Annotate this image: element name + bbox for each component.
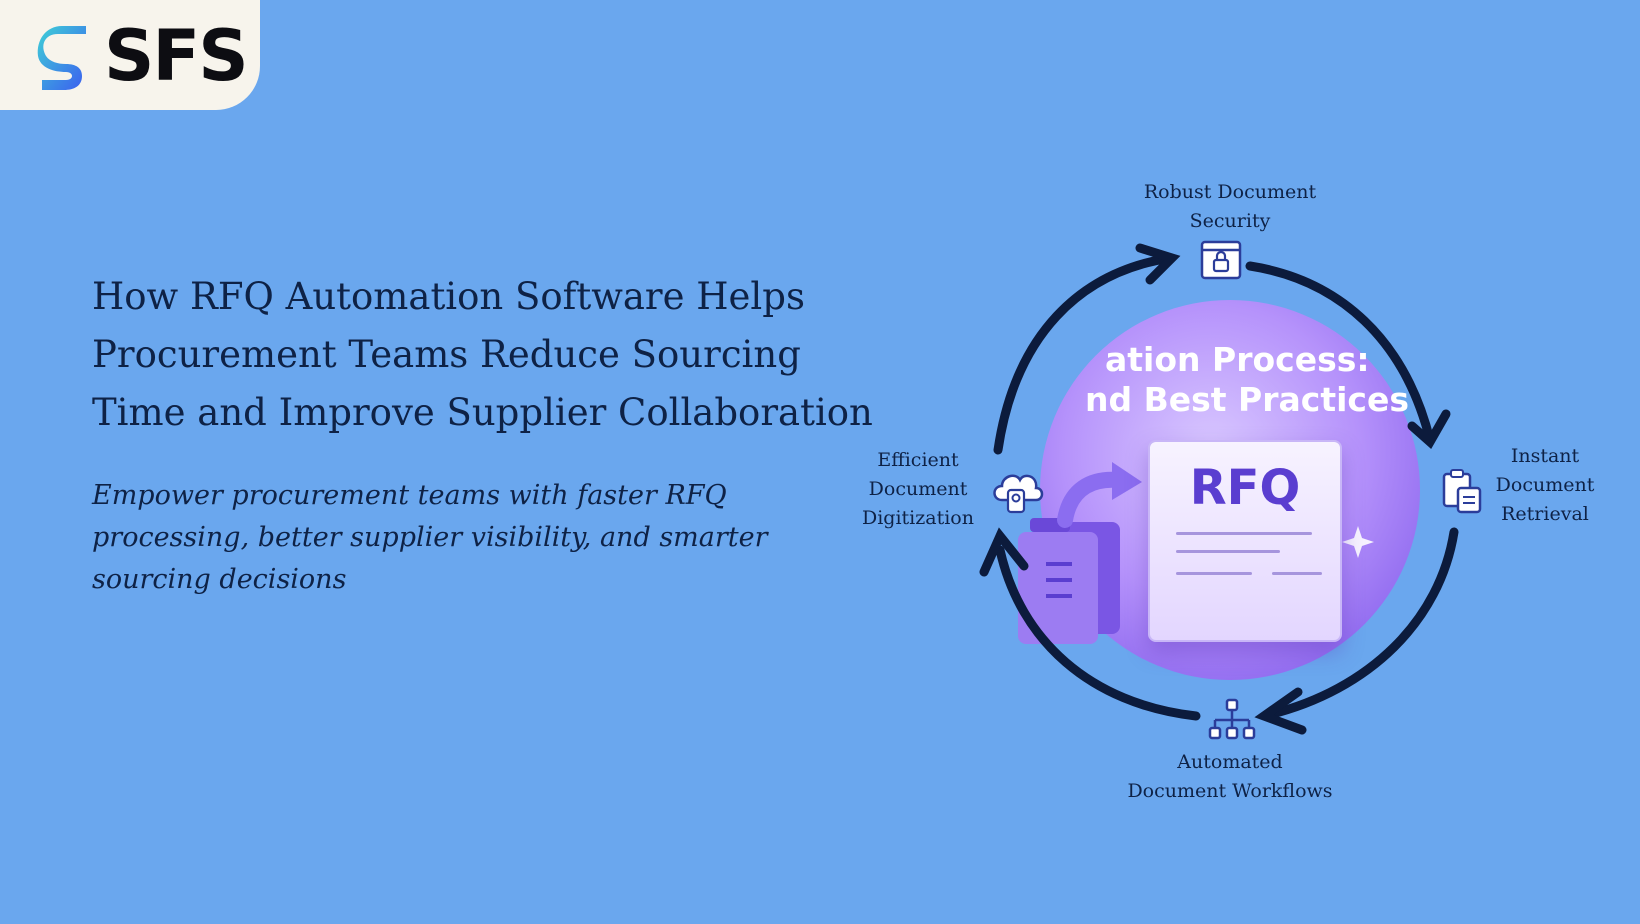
label-line: Efficient [877, 449, 959, 471]
clipboard-document-icon [1442, 469, 1482, 514]
logo-card: SFS [0, 0, 260, 110]
arrow-bottom-to-left [995, 545, 1201, 721]
arrow-right-to-bottom [1263, 527, 1459, 720]
label-instant-document-retrieval: Instant Document Retrieval [1480, 442, 1610, 529]
sfs-logo-icon [37, 26, 86, 90]
rfq-document-card: RFQ [1148, 440, 1342, 642]
rfq-card-title: RFQ [1189, 460, 1301, 516]
label-line: Security [1189, 210, 1271, 232]
cloud-upload-icon [993, 474, 1044, 514]
label-line: Automated [1177, 751, 1283, 773]
doc-line [1272, 572, 1322, 575]
lock-icon [1200, 240, 1242, 280]
label-automated-document-workflows: Automated Document Workflows [1080, 748, 1380, 806]
clipboard-graphic [1018, 518, 1120, 644]
sparkle-icon [1342, 526, 1374, 558]
logo-text: SFS [104, 15, 249, 97]
label-line: Instant [1510, 445, 1580, 467]
headline: How RFQ Automation Software Helps Procur… [92, 275, 873, 434]
workflow-hierarchy-icon [1208, 698, 1256, 740]
label-robust-document-security: Robust Document Security [1090, 178, 1370, 236]
label-line: Document [868, 478, 968, 500]
label-efficient-document-digitization: Efficient Document Digitization [850, 446, 986, 533]
arrow-left-to-top [993, 253, 1175, 455]
document-cycle-diagram: ation Process: nd Best Practices RFQ Rob… [850, 170, 1630, 810]
curved-arrow-graphic [1057, 471, 1126, 528]
doc-line [1176, 550, 1280, 553]
label-line: Document [1495, 474, 1595, 496]
cycle-arrows [979, 243, 1459, 735]
subheadline: Empower procurement teams with faster RF… [92, 480, 768, 595]
doc-line [1176, 532, 1312, 535]
label-line: Digitization [862, 507, 974, 529]
label-line: Retrieval [1501, 503, 1589, 525]
arrow-top-to-right [1245, 261, 1435, 445]
label-line: Robust Document [1143, 181, 1317, 203]
label-line: Document Workflows [1127, 780, 1333, 802]
doc-line [1176, 572, 1252, 575]
